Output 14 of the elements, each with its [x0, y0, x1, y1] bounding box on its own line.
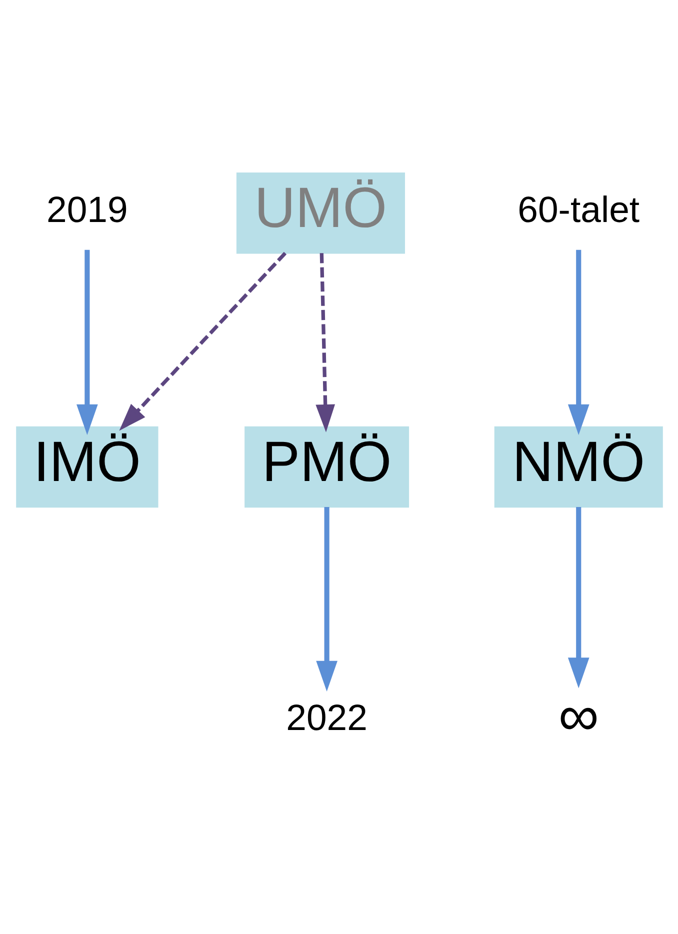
- arrow: [76, 250, 98, 435]
- node-box: UMÖ: [236, 172, 404, 254]
- node-text: 2019: [46, 189, 128, 230]
- node-text: 2022: [286, 696, 367, 738]
- arrow: [567, 250, 589, 435]
- node-box: PMÖ: [244, 426, 409, 508]
- node-box: IMÖ: [16, 426, 158, 508]
- arrow: [315, 253, 335, 432]
- arrow: [118, 252, 286, 431]
- node-text: 60-talet: [517, 189, 640, 230]
- arrow: [567, 506, 589, 688]
- arrow: [316, 506, 337, 692]
- node-box: NMÖ: [494, 426, 662, 508]
- node-text: ∞: [558, 684, 598, 748]
